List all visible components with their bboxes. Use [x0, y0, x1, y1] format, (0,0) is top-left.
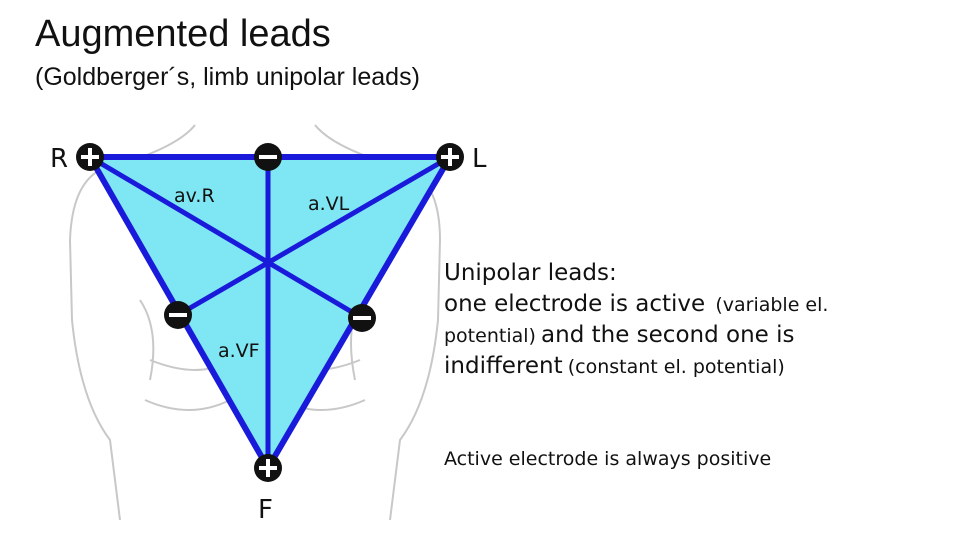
note-potential-text: potential): [444, 325, 536, 348]
note-variable-text: (variable el.: [715, 294, 829, 317]
avl-axis-line: [176, 154, 452, 318]
electrode-right-plus: [76, 143, 104, 171]
lead-label-avf: a.VF: [218, 340, 260, 362]
electrode-label-f: F: [258, 495, 273, 525]
electrode-left-plus: [436, 143, 464, 171]
lead-label-avr: av.R: [174, 185, 215, 207]
lead-label-avl: a.VL: [308, 193, 350, 215]
indifferent-electrode-left-minus: [164, 301, 192, 329]
active-electrode-note: Active electrode is always positive: [444, 448, 772, 470]
page-subtitle: (Goldberger´s, limb unipolar leads): [35, 63, 420, 91]
unipolar-explanation: Unipolar leads: one electrode is active …: [444, 258, 944, 382]
note-indifferent-text: indifferent: [444, 353, 563, 380]
avr-axis-line: [88, 154, 364, 321]
electrode-foot-plus: [254, 454, 282, 482]
indifferent-electrode-right-minus: [348, 304, 376, 332]
note-second-text: and the second one is: [541, 322, 795, 349]
note-constant-text: (constant el. potential): [567, 356, 785, 379]
indifferent-electrode-top-minus: [254, 143, 282, 171]
note-active-text: one electrode is active: [444, 291, 706, 318]
note-heading: Unipolar leads:: [444, 260, 617, 286]
page-title: Augmented leads: [35, 13, 331, 55]
electrode-label-l: L: [472, 144, 487, 174]
electrode-label-r: R: [50, 144, 68, 174]
